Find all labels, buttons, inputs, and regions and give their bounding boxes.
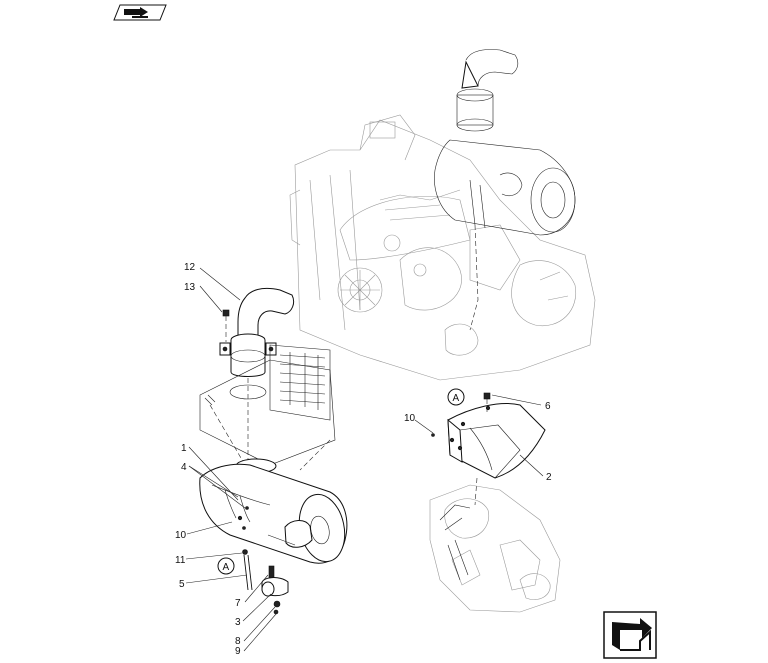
engine-assembly-background xyxy=(289,114,596,381)
callout-6: 6 xyxy=(545,401,551,412)
bottom-nav-icon[interactable] xyxy=(603,611,657,659)
engine-detail-lower-right xyxy=(429,484,561,613)
svg-text:A: A xyxy=(453,393,460,404)
heat-shield xyxy=(447,392,546,506)
callout-13: 13 xyxy=(184,282,196,293)
reference-marker-a-shield: A xyxy=(447,388,465,406)
callout-4: 4 xyxy=(181,462,187,473)
callout-2: 2 xyxy=(546,472,552,483)
main-muffler xyxy=(199,458,348,564)
callout-1: 1 xyxy=(181,443,187,454)
top-nav-icon[interactable] xyxy=(113,4,167,21)
callout-8: 8 xyxy=(235,636,241,647)
tailpipe-clamp xyxy=(242,549,289,615)
svg-text:A: A xyxy=(223,562,230,573)
leader-lines xyxy=(185,267,544,652)
callout-3: 3 xyxy=(235,617,241,628)
reference-marker-a-muffler: A xyxy=(217,557,235,575)
callout-10a: 10 xyxy=(175,530,187,541)
callout-10b: 10 xyxy=(404,413,416,424)
callout-5: 5 xyxy=(179,579,185,590)
exhaust-elbow-pipe xyxy=(219,287,295,377)
bolt-13 xyxy=(222,309,230,342)
mounting-panel xyxy=(199,344,336,471)
muffler-installed-top xyxy=(434,49,576,331)
callout-11: 11 xyxy=(175,555,186,566)
callout-9: 9 xyxy=(235,646,241,657)
callout-12: 12 xyxy=(184,262,196,273)
callout-7: 7 xyxy=(235,598,241,609)
callouts: 12 13 1 4 10 11 5 7 3 8 9 10 6 2 xyxy=(175,262,552,657)
